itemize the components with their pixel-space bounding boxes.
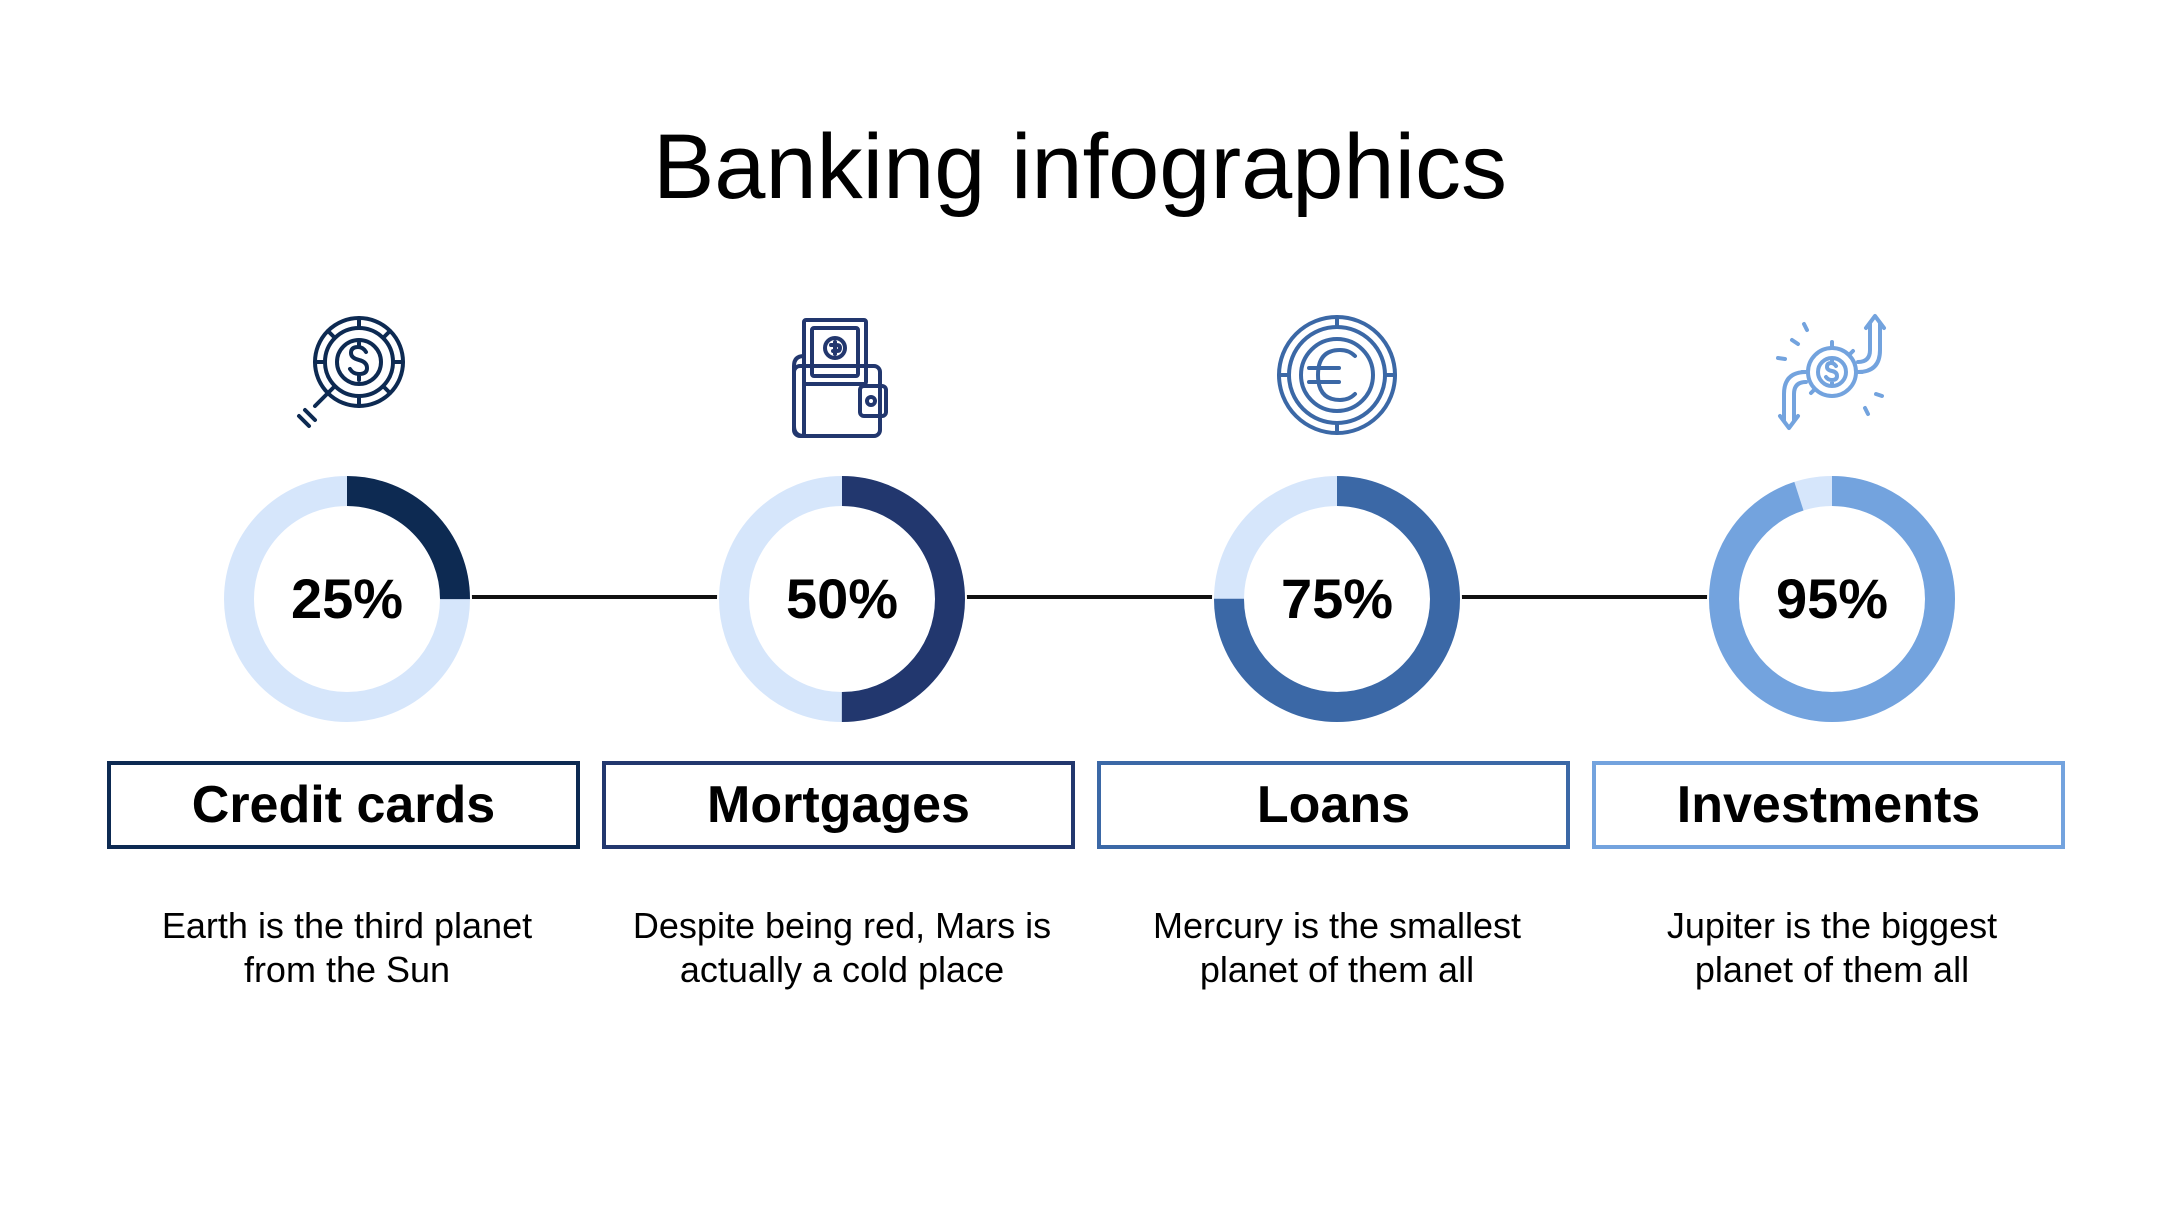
donut-chart xyxy=(717,474,967,724)
wallet-cash-icon xyxy=(782,310,902,440)
category-description: Earth is the third planet from the Sun xyxy=(107,904,587,992)
category-label: Investments xyxy=(1592,761,2065,849)
category-description: Despite being red, Mars is actually a co… xyxy=(602,904,1082,992)
category-label: Credit cards xyxy=(107,761,580,849)
donut-progress xyxy=(1214,476,1460,722)
dollar-coin-arrows-icon xyxy=(1772,310,1892,440)
description-line-1: Despite being red, Mars is xyxy=(632,905,1052,946)
donut-chart xyxy=(222,474,472,724)
category-description: Jupiter is the biggest planet of them al… xyxy=(1592,904,2072,992)
euro-coin-icon xyxy=(1277,310,1397,440)
description-line-2: from the Sun xyxy=(243,949,451,990)
infographic-item-loans: 75% Loans Mercury is the smallest planet… xyxy=(1097,0,1577,1215)
donut-progress xyxy=(719,476,965,722)
percent-value: 95% xyxy=(1775,567,1889,630)
infographic-item-credit-cards: 25% Credit cards Earth is the third plan… xyxy=(107,0,587,1215)
description-line-1: Earth is the third planet xyxy=(161,905,533,946)
percent-value: 50% xyxy=(785,567,899,630)
magnifier-dollar-icon xyxy=(287,310,407,440)
donut-progress xyxy=(1709,476,1955,722)
category-description: Mercury is the smallest planet of them a… xyxy=(1097,904,1577,992)
category-label: Loans xyxy=(1097,761,1570,849)
percent-value: 25% xyxy=(290,567,404,630)
donut-chart xyxy=(1212,474,1462,724)
description-line-2: planet of them all xyxy=(1199,949,1475,990)
donut-progress xyxy=(224,476,470,722)
description-line-1: Jupiter is the biggest xyxy=(1666,905,1998,946)
percent-value: 75% xyxy=(1280,567,1394,630)
description-line-1: Mercury is the smallest xyxy=(1152,905,1522,946)
description-line-2: planet of them all xyxy=(1694,949,1970,990)
donut-chart xyxy=(1707,474,1957,724)
description-line-2: actually a cold place xyxy=(679,949,1005,990)
timeline-connector-line xyxy=(344,595,1824,599)
page-title: Banking infographics xyxy=(652,116,1508,218)
category-label: Mortgages xyxy=(602,761,1075,849)
infographic-item-investments: 95% Investments Jupiter is the biggest p… xyxy=(1592,0,2072,1215)
infographic-item-mortgages: 50% Mortgages Despite being red, Mars is… xyxy=(602,0,1082,1215)
